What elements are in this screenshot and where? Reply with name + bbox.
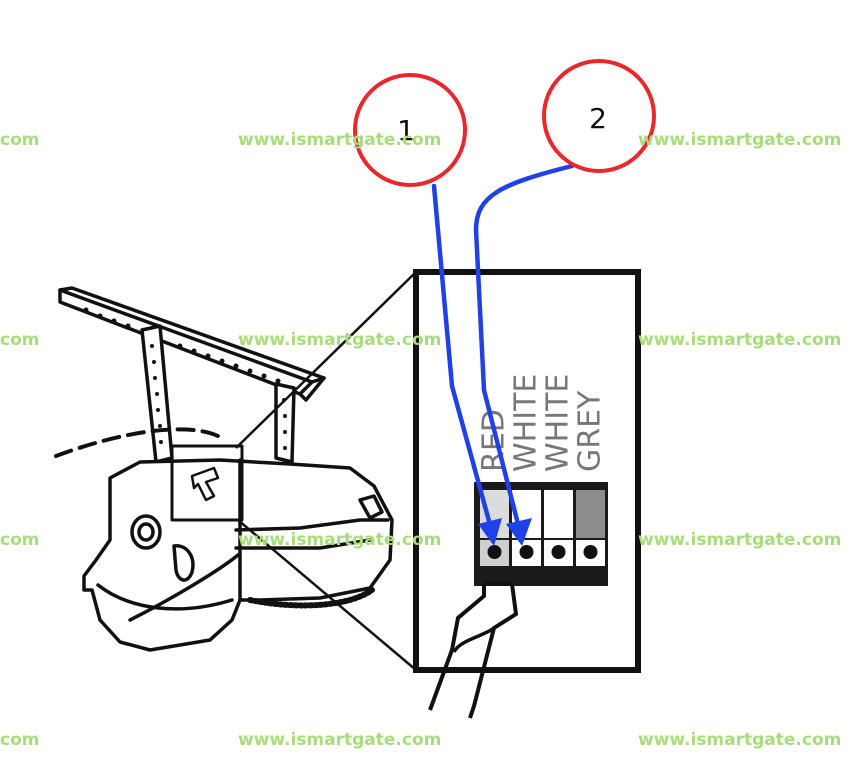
terminal-screw-3 bbox=[551, 545, 566, 559]
terminal-screw-2 bbox=[519, 545, 534, 559]
terminal-label-1: RED bbox=[477, 409, 512, 472]
watermark-partial: com bbox=[0, 130, 40, 150]
callout-1: 1 bbox=[353, 73, 467, 187]
terminal-label-4: GREY bbox=[573, 390, 608, 472]
terminal-screw-4 bbox=[583, 545, 598, 559]
watermark: www.ismartgate.com bbox=[238, 330, 442, 350]
opener-illustration bbox=[54, 286, 394, 652]
watermark: www.ismartgate.com bbox=[238, 530, 442, 550]
zoom-lines bbox=[235, 271, 417, 671]
terminal-screw-1 bbox=[487, 545, 502, 559]
watermark-partial: com bbox=[0, 730, 40, 750]
callout-1-ring bbox=[353, 73, 467, 187]
terminal-label-2: WHITE bbox=[509, 374, 544, 472]
wire-2 bbox=[473, 163, 575, 535]
callout-2: 2 bbox=[542, 59, 656, 173]
watermark: www.ismartgate.com bbox=[638, 530, 842, 550]
terminal-slot-4 bbox=[576, 490, 605, 538]
watermark: www.ismartgate.com bbox=[638, 330, 842, 350]
watermark: www.ismartgate.com bbox=[638, 130, 842, 150]
wire-2-arrowhead bbox=[506, 518, 532, 546]
terminal-slot-3 bbox=[544, 490, 573, 538]
callout-wires bbox=[431, 163, 575, 546]
watermark-partial: com bbox=[0, 330, 40, 350]
panel-frame bbox=[413, 269, 641, 673]
callout-1-number: 1 bbox=[397, 114, 415, 147]
watermark: www.ismartgate.com bbox=[238, 130, 442, 150]
callout-2-ring bbox=[542, 59, 656, 173]
wire-1 bbox=[431, 183, 495, 535]
wire-1-arrowhead bbox=[478, 518, 502, 546]
watermark: www.ismartgate.com bbox=[638, 730, 842, 750]
terminal-label-3: WHITE bbox=[541, 374, 576, 472]
callout-2-number: 2 bbox=[589, 102, 607, 135]
watermark: www.ismartgate.com bbox=[238, 730, 442, 750]
watermark-partial: com bbox=[0, 530, 40, 550]
